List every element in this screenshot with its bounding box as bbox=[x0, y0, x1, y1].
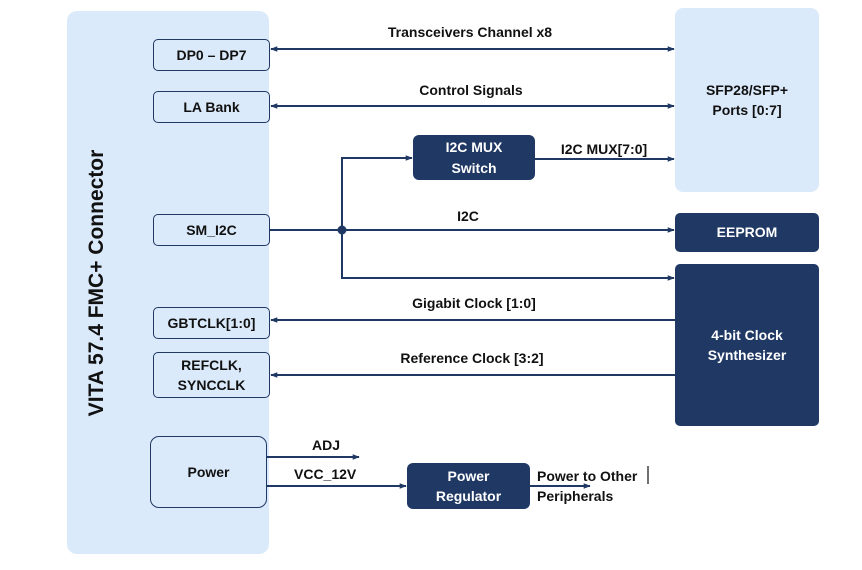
gigabit-clock-label: Gigabit Clock [1:0] bbox=[412, 295, 536, 311]
transceivers-label: Transceivers Channel x8 bbox=[387, 24, 553, 40]
port-gbtclk: GBTCLK[1:0] bbox=[153, 307, 270, 339]
i2c-junction-dot bbox=[337, 225, 347, 235]
clock-synthesizer-block: 4-bit Clock Synthesizer bbox=[675, 264, 819, 426]
eeprom-block: EEPROM bbox=[675, 213, 819, 252]
port-dp-label: DP0 – DP7 bbox=[176, 46, 247, 63]
i2c-label: I2C bbox=[457, 208, 479, 224]
sfp-ports-block: SFP28/SFP+ Ports [0:7] bbox=[675, 8, 819, 192]
port-refclk: REFCLK, SYNCCLK bbox=[153, 352, 270, 398]
power-regulator-line2: Regulator bbox=[435, 488, 502, 504]
port-sm-i2c-label: SM_I2C bbox=[186, 221, 237, 238]
port-la-bank: LA Bank bbox=[153, 91, 270, 123]
port-refclk-line2: SYNCCLK bbox=[177, 377, 246, 393]
i2c-branch-down-line bbox=[341, 230, 675, 281]
control-signals-label: Control Signals bbox=[419, 82, 523, 98]
i2c-mux-line1: I2C MUX bbox=[445, 139, 503, 156]
port-power: Power bbox=[150, 436, 267, 508]
power-to-other-line1: Power to Other bbox=[537, 468, 638, 484]
adj-label: ADJ bbox=[312, 437, 341, 453]
sfp-ports-line2: Ports [0:7] bbox=[712, 102, 782, 118]
eeprom-label: EEPROM bbox=[716, 224, 778, 241]
port-power-label: Power bbox=[187, 463, 230, 480]
port-sm-i2c: SM_I2C bbox=[153, 214, 270, 246]
clock-synth-line1: 4-bit Clock bbox=[711, 326, 783, 343]
power-regulator-block: Power Regulator bbox=[407, 463, 530, 509]
i2c-mux-line2: Switch bbox=[451, 159, 497, 176]
power-regulator-line1: Power bbox=[447, 467, 490, 484]
reference-clock-label: Reference Clock [3:2] bbox=[400, 350, 544, 366]
i2c-mux-bus-label: I2C MUX[7:0] bbox=[560, 141, 648, 157]
port-gbtclk-label: GBTCLK[1:0] bbox=[167, 314, 256, 331]
port-la-bank-label: LA Bank bbox=[183, 98, 240, 115]
port-dp: DP0 – DP7 bbox=[153, 39, 270, 71]
power-to-other-line2: Peripherals bbox=[537, 488, 614, 505]
i2c-mux-switch-block: I2C MUX Switch bbox=[413, 135, 535, 180]
power-to-other-label: Power to Other Peripherals bbox=[537, 466, 637, 507]
i2c-branch-up-line bbox=[341, 155, 413, 230]
vcc-label: VCC_12V bbox=[294, 466, 357, 482]
port-refclk-line1: REFCLK, bbox=[181, 356, 242, 373]
clock-synth-line2: Synthesizer bbox=[707, 347, 787, 363]
sfp-ports-line1: SFP28/SFP+ bbox=[705, 81, 789, 98]
